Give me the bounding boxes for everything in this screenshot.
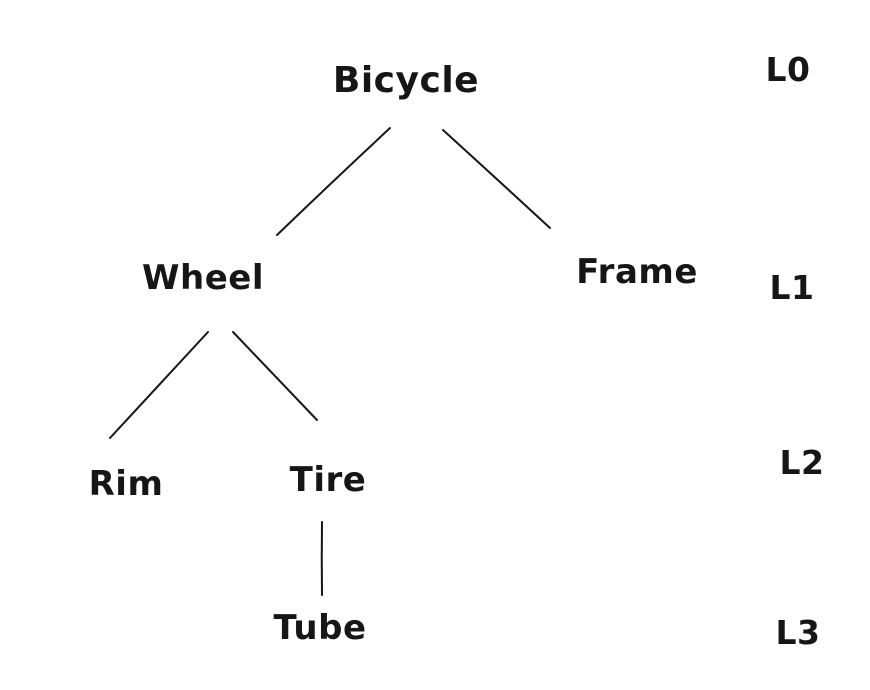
node-wheel: Wheel xyxy=(142,258,264,298)
edge-wheel-rim xyxy=(109,331,209,439)
node-bicycle: Bicycle xyxy=(332,60,480,101)
node-frame: Frame xyxy=(576,252,698,292)
edge-bicycle-frame xyxy=(442,129,551,229)
level-label-l1: L1 xyxy=(769,268,815,307)
level-label-l0: L0 xyxy=(765,50,811,89)
level-label-l3: L3 xyxy=(775,613,821,652)
node-tire: Tire xyxy=(289,460,367,500)
node-rim: Rim xyxy=(88,464,164,504)
edge-wheel-tire xyxy=(232,331,318,421)
level-label-l2: L2 xyxy=(779,443,825,482)
edge-bicycle-wheel xyxy=(276,127,391,236)
node-tube: Tube xyxy=(273,608,367,648)
